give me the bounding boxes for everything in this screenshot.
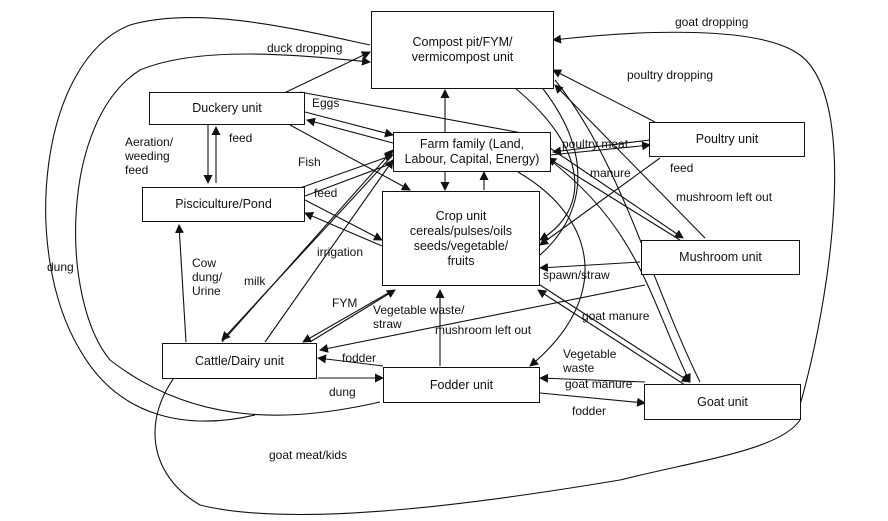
label-duck-dropping: duck dropping bbox=[267, 41, 343, 55]
label-fodder: fodder bbox=[342, 351, 377, 365]
edge-milk-1 bbox=[221, 149, 394, 343]
edge-goat-fodder bbox=[539, 373, 646, 383]
label-goat-meat: goat meat/kids bbox=[269, 448, 348, 462]
edge-irrigation bbox=[304, 199, 383, 241]
label-spawn-straw: spawn/straw bbox=[543, 268, 610, 282]
node-cattle: Cattle/Dairy unit bbox=[162, 343, 317, 379]
edge-duck-compost bbox=[279, 51, 371, 96]
label-eggs: Eggs bbox=[312, 96, 340, 110]
edge-crop-goat-1 bbox=[539, 284, 691, 383]
label-fodder-bottom: fodder bbox=[572, 404, 607, 418]
label-goat-manure-bottom: goat manure bbox=[565, 377, 633, 391]
edge-poultry-compost bbox=[552, 69, 656, 123]
dung-loop-left bbox=[45, 17, 371, 422]
node-goat: Goat unit bbox=[644, 384, 801, 420]
label-cow-dung: Cow dung/ Urine bbox=[192, 256, 223, 298]
node-crop: Crop unit cereals/pulses/oils seeds/vege… bbox=[382, 191, 540, 286]
edge-duck-crop bbox=[289, 124, 411, 191]
label-dung-bottom: dung bbox=[329, 385, 356, 399]
node-compost: Compost pit/FYM/ vermicompost unit bbox=[371, 11, 554, 89]
node-duckery: Duckery unit bbox=[149, 92, 305, 125]
label-fym: FYM bbox=[332, 296, 358, 310]
label-aeration: Aeration/ weeding feed bbox=[125, 135, 174, 177]
node-farm-family: Farm family (Land, Labour, Capital, Ener… bbox=[393, 132, 551, 172]
edge-mushroom-compost bbox=[554, 84, 706, 239]
goat-meat-loop bbox=[154, 349, 801, 516]
node-pisciculture: Pisciculture/Pond bbox=[142, 187, 305, 222]
edge-mushroom-veg bbox=[319, 284, 646, 353]
label-poultry-meat: poultry meat bbox=[562, 137, 629, 151]
label-manure: manure bbox=[590, 166, 631, 180]
edge-duck-compost-2 bbox=[299, 91, 523, 134]
label-poultry-dropping: poultry dropping bbox=[627, 68, 714, 82]
label-fish: Fish bbox=[298, 155, 321, 169]
label-veg-waste: Vegetable waste bbox=[563, 347, 617, 375]
label-goat-manure-top: goat manure bbox=[582, 309, 650, 323]
edge-poultry-crop bbox=[539, 157, 661, 246]
label-mushroom-left-out-top: mushroom left out bbox=[676, 190, 773, 204]
edge-crop-goat-2 bbox=[537, 289, 686, 386]
label-mushroom-left-out-mid: mushroom left out bbox=[435, 323, 532, 337]
goat-dropping-loop bbox=[552, 31, 836, 406]
label-feed-poultry: feed bbox=[670, 161, 694, 175]
edge-fym-2 bbox=[309, 289, 396, 343]
label-dung-left: dung bbox=[47, 260, 74, 274]
edge-cowdung bbox=[174, 224, 187, 343]
node-fodder: Fodder unit bbox=[383, 367, 540, 403]
label-feed-pond: feed bbox=[314, 186, 338, 200]
outer-loop-inner bbox=[75, 53, 381, 416]
node-poultry: Poultry unit bbox=[649, 122, 805, 157]
label-feed-duck: feed bbox=[229, 131, 253, 145]
edge-fodder-cattle bbox=[317, 354, 384, 367]
edge-spawn bbox=[539, 261, 641, 273]
edge-farm-goat bbox=[549, 159, 691, 383]
edge-eggs-1 bbox=[304, 111, 394, 138]
edge-fish bbox=[299, 153, 394, 189]
edge-farm-fodder bbox=[517, 171, 586, 367]
label-milk: milk bbox=[244, 274, 266, 288]
edge-poultrymeat bbox=[552, 139, 651, 156]
edge-fym-1 bbox=[302, 291, 391, 343]
edge-compost-goat bbox=[554, 79, 701, 383]
edge-feed-pond bbox=[304, 162, 394, 197]
edge-fodder-goat bbox=[539, 392, 646, 407]
label-veg-waste-straw: Vegetable waste/ straw bbox=[373, 303, 465, 331]
edge-compost-crop-2 bbox=[539, 84, 579, 256]
edge-milk-2 bbox=[221, 157, 391, 341]
edge-farm-mushroom-2 bbox=[547, 157, 681, 241]
edge-farm-mushroom-1 bbox=[549, 147, 684, 239]
edge-eggs-2 bbox=[306, 117, 394, 144]
edge-milk-3 bbox=[264, 159, 394, 343]
edge-compost-crop-1 bbox=[514, 87, 576, 241]
node-mushroom: Mushroom unit bbox=[641, 240, 800, 275]
label-goat-dropping: goat dropping bbox=[675, 15, 749, 29]
label-irrigation: irrigation bbox=[317, 245, 364, 259]
